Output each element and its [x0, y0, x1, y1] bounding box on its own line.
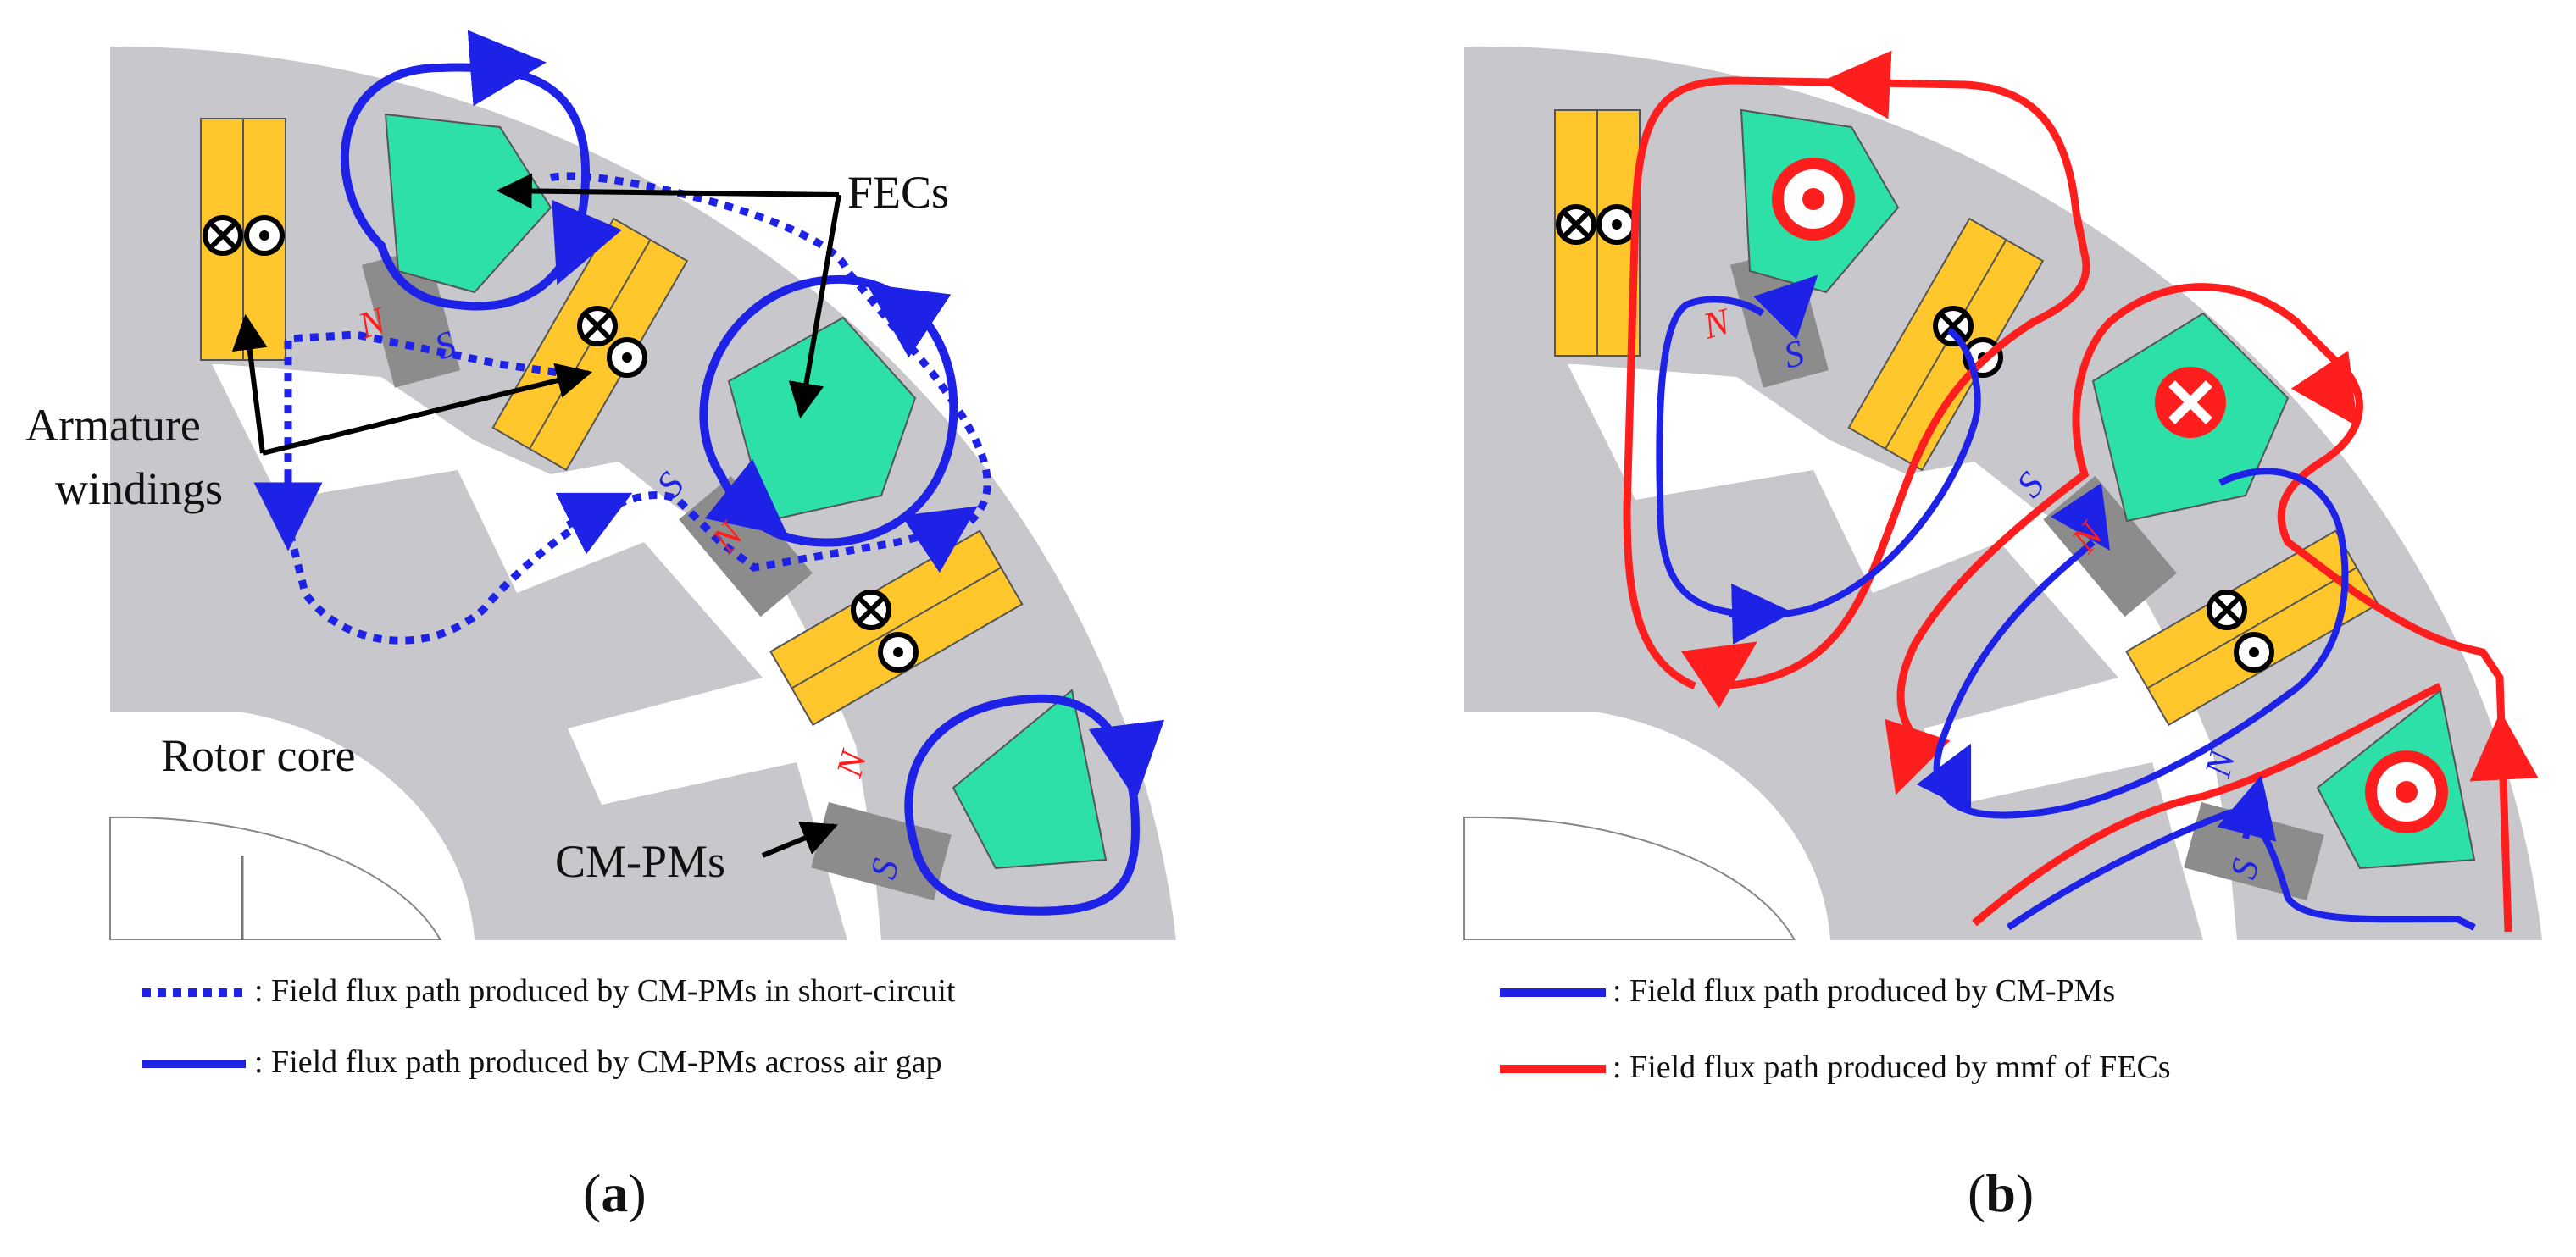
flux-arrow	[1885, 718, 1951, 795]
flux-arrow	[555, 492, 633, 555]
cm-pm-flux-path-1	[1656, 296, 1981, 618]
flux-arrow	[467, 30, 547, 107]
leader-armature-2	[262, 363, 593, 456]
fec-current-out-of-page-icon	[2365, 750, 2448, 833]
fec-current-into-page-icon	[2155, 367, 2226, 438]
label-cm-pms: CM-PMs	[555, 836, 725, 887]
legend-a-item-2: : Field flux path produced by CM-PMs acr…	[254, 1044, 942, 1080]
flux-arrow	[2469, 711, 2539, 782]
leader-cm-pms	[761, 821, 838, 858]
caption-a: (a)	[583, 1163, 647, 1223]
cm-pm-flux-path-2	[1933, 468, 2349, 819]
current-out-of-page-icon	[878, 632, 919, 673]
panel-a: N S S N N S FECs Armature windings Rotor…	[25, 30, 1176, 940]
air-gap-flux-loop-1	[340, 63, 591, 311]
current-into-page-icon	[851, 590, 891, 630]
winding-1-currents	[203, 215, 285, 256]
legend-b-item-1: : Field flux path produced by CM-PMs	[1613, 973, 2116, 1009]
flux-arrow	[552, 199, 623, 285]
flux-arrow	[1728, 583, 1793, 645]
fec-1	[384, 113, 552, 294]
shaft-hole	[1463, 816, 1796, 940]
flux-arrow	[2051, 483, 2110, 551]
label-rotor-core: Rotor core	[161, 730, 355, 781]
legend-b-item-2: : Field flux path produced by mmf of FEC…	[1613, 1049, 2171, 1085]
flux-arrow	[1916, 743, 1972, 812]
leader-fecs-1	[496, 173, 840, 209]
winding-3-currents	[851, 590, 919, 673]
current-out-of-page-icon	[607, 337, 647, 378]
fec-flux-path-2	[1896, 283, 2512, 933]
cm-pm-1	[361, 247, 461, 388]
label-armature: Armature	[25, 400, 201, 451]
air-gap-flux-loop-2	[699, 275, 958, 547]
flux-arrow	[901, 506, 978, 573]
winding-2-currents	[577, 306, 647, 378]
fec-flux-path-1	[1623, 76, 2090, 690]
current-into-page-icon	[2207, 590, 2247, 630]
fec-current-out-of-page-icon	[1772, 158, 1855, 241]
current-into-page-icon	[577, 306, 618, 346]
label-windings: windings	[55, 463, 223, 514]
current-into-page-icon	[1556, 204, 1596, 245]
current-out-of-page-icon	[1596, 204, 1637, 245]
flux-arrow	[2290, 350, 2358, 427]
flux-arrow	[1088, 719, 1165, 800]
cm-pm-3	[811, 801, 952, 901]
current-into-page-icon	[1933, 306, 1974, 346]
winding-3-currents	[2207, 590, 2274, 673]
leader-fecs-2	[788, 194, 841, 419]
caption-b: (b)	[1968, 1163, 2035, 1223]
flux-arrow	[1821, 50, 1892, 119]
flux-arrow	[2217, 775, 2277, 842]
current-into-page-icon	[203, 215, 243, 256]
flux-arrow	[704, 458, 789, 537]
flux-arrow	[1753, 274, 1818, 340]
flux-arrow	[866, 284, 952, 358]
short-circuit-flux-path	[284, 172, 991, 645]
flux-arrow	[1680, 641, 1757, 709]
label-fecs: FECs	[847, 167, 949, 218]
fec-flux-path-3	[1972, 682, 2443, 927]
legend-a-item-1: : Field flux path produced by CM-PMs in …	[254, 973, 956, 1009]
current-out-of-page-icon	[2234, 632, 2274, 673]
fec-3	[952, 689, 1108, 870]
leader-armature-1	[231, 313, 268, 454]
panel-b: N S S N N S	[1463, 46, 2542, 940]
current-out-of-page-icon	[244, 215, 285, 256]
rotor-tooth	[1464, 364, 2203, 940]
shaft-hole	[109, 816, 442, 940]
